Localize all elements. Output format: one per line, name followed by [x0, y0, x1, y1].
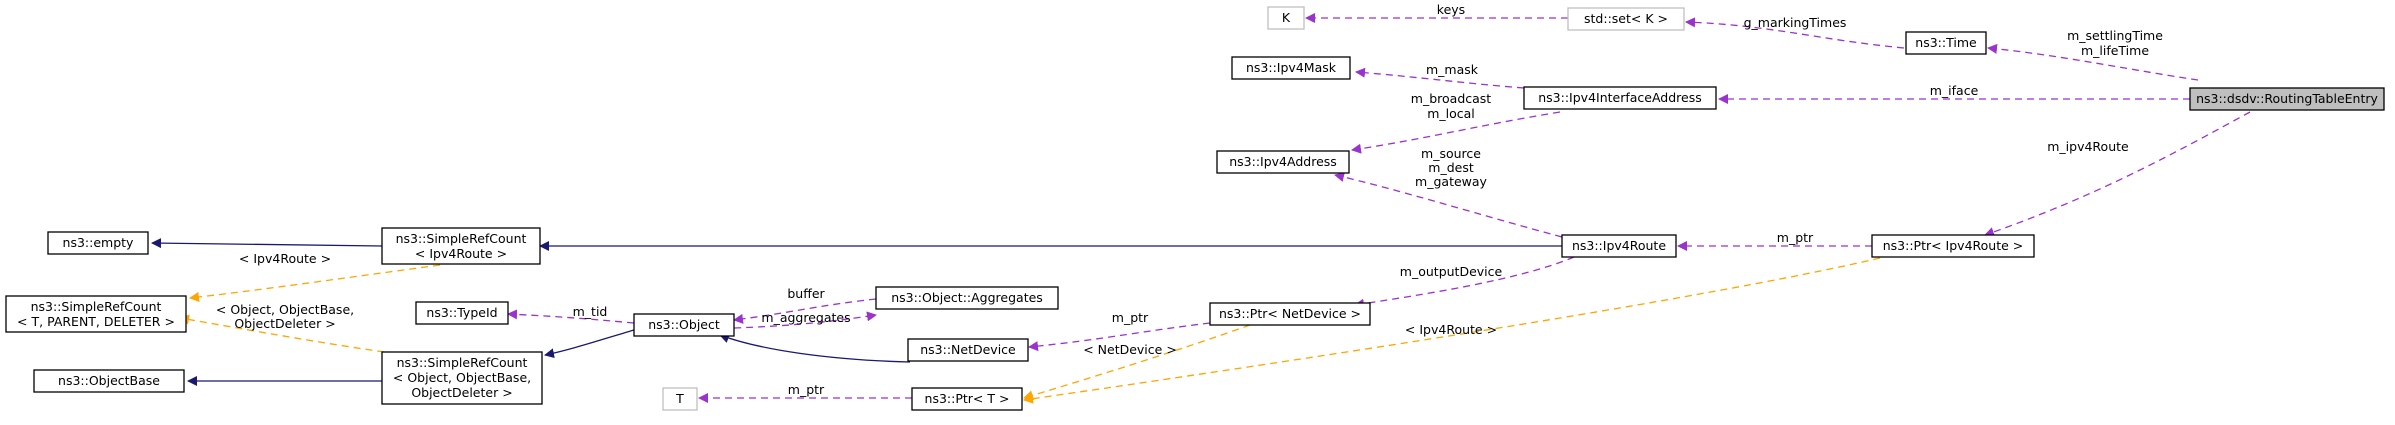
- node-ipv4interfaceaddress[interactable]: ns3::Ipv4InterfaceAddress: [1523, 86, 1717, 110]
- node-netdevice-label: ns3::NetDevice: [920, 342, 1016, 357]
- node-objectbase-label: ns3::ObjectBase: [58, 373, 160, 388]
- node-typeid[interactable]: ns3::TypeId: [415, 301, 509, 325]
- node-routing-table-entry[interactable]: ns3::dsdv::RoutingTableEntry: [2189, 87, 2385, 111]
- node-ipv4mask-label: ns3::Ipv4Mask: [1246, 60, 1337, 75]
- node-simplerefcount-ipv4route-label-2: < Ipv4Route >: [415, 246, 507, 261]
- node-simplerefcount-object-label-3: ObjectDeleter >: [411, 385, 512, 400]
- edge-label-m-local: m_local: [1427, 106, 1475, 121]
- edge-empty-from-srcount: [151, 238, 383, 249]
- node-empty[interactable]: ns3::empty: [47, 231, 149, 255]
- nodes: K std::set< K > ns3::Time ns3::dsdv::Rou…: [5, 6, 2385, 411]
- node-ptr-netdevice[interactable]: ns3::Ptr< NetDevice >: [1209, 302, 1371, 326]
- edge-generic-from-srcount-ipv4route: [189, 264, 441, 302]
- edge-label-m-settlingtime: m_settlingTime: [2067, 28, 2163, 43]
- edge-label-m-source: m_source: [1421, 146, 1481, 161]
- edge-label-tmpl-ipv4route-left: < Ipv4Route >: [239, 251, 331, 266]
- edge-label-m-aggregates: m_aggregates: [761, 310, 850, 325]
- edge-label-buffer: buffer: [787, 286, 825, 301]
- edge-set-from-time: [1685, 17, 1905, 49]
- node-routing-table-entry-label: ns3::dsdv::RoutingTableEntry: [2196, 91, 2378, 106]
- edge-label-m-ptr-ipv4route: m_ptr: [1777, 230, 1814, 245]
- edge-label-m-iface: m_iface: [1930, 83, 1979, 98]
- node-object[interactable]: ns3::Object: [633, 313, 735, 337]
- edge-label-g-markingtimes: g_markingTimes: [1744, 15, 1847, 30]
- node-ipv4mask[interactable]: ns3::Ipv4Mask: [1231, 56, 1351, 80]
- node-objectbase[interactable]: ns3::ObjectBase: [33, 369, 185, 393]
- edge-label-m-outputdevice: m_outputDevice: [1400, 264, 1503, 279]
- node-object-aggregates-label: ns3::Object::Aggregates: [891, 290, 1043, 305]
- edge-ptr-netdevice-from-ipv4route: [1354, 256, 1575, 309]
- node-std-set[interactable]: std::set< K >: [1567, 7, 1685, 31]
- edge-ipv4address-from-ipv4route: [1334, 172, 1563, 238]
- edge-ptrt-from-ptr-netdevice: [1023, 324, 1251, 401]
- edge-label-tmpl-object-1: < Object, ObjectBase,: [216, 302, 354, 317]
- node-ipv4interfaceaddress-label: ns3::Ipv4InterfaceAddress: [1538, 90, 1702, 105]
- edge-label-m-ptr-t: m_ptr: [788, 382, 825, 397]
- node-simplerefcount-generic-label-1: ns3::SimpleRefCount: [31, 299, 162, 314]
- node-k-label: K: [1282, 10, 1291, 25]
- node-simplerefcount-ipv4route-label-1: ns3::SimpleRefCount: [396, 231, 527, 246]
- node-simplerefcount-object[interactable]: ns3::SimpleRefCount < Object, ObjectBase…: [381, 351, 543, 405]
- edge-label-m-lifetime: m_lifeTime: [2081, 43, 2149, 58]
- node-simplerefcount-generic-label-2: < T, PARENT, DELETER >: [17, 314, 175, 329]
- node-time-label: ns3::Time: [1915, 35, 1977, 50]
- node-simplerefcount-generic[interactable]: ns3::SimpleRefCount < T, PARENT, DELETER…: [5, 295, 187, 333]
- edge-netdevice-from-ptr: [1028, 322, 1211, 352]
- node-simplerefcount-ipv4route[interactable]: ns3::SimpleRefCount < Ipv4Route >: [381, 227, 541, 265]
- edge-label-tmpl-object-2: ObjectDeleter >: [234, 316, 335, 331]
- edge-label-m-gateway: m_gateway: [1415, 174, 1487, 189]
- node-std-set-label: std::set< K >: [1584, 11, 1668, 26]
- edge-generic-from-srcount-object: [179, 314, 421, 358]
- edge-typeid-from-object: [507, 309, 635, 324]
- node-ptr-ipv4route[interactable]: ns3::Ptr< Ipv4Route >: [1871, 234, 2035, 258]
- edge-label-m-dest: m_dest: [1428, 160, 1474, 175]
- node-object-label: ns3::Object: [648, 317, 720, 332]
- edge-label-m-ptr-netdevice: m_ptr: [1112, 310, 1149, 325]
- node-simplerefcount-object-label-1: ns3::SimpleRefCount: [397, 355, 528, 370]
- node-ptr-t-label: ns3::Ptr< T >: [925, 391, 1010, 406]
- edge-label-m-broadcast: m_broadcast: [1411, 91, 1492, 106]
- node-typeid-label: ns3::TypeId: [426, 305, 497, 320]
- edge-ptr-ipv4route-from-entry: [1984, 111, 2251, 237]
- node-ipv4address-label: ns3::Ipv4Address: [1229, 154, 1337, 169]
- edge-ptrt-from-ptr-ipv4route: [1023, 257, 1881, 404]
- edge-srcount-object-from-object: [544, 329, 635, 359]
- edge-label-m-mask: m_mask: [1426, 62, 1479, 77]
- edge-object-from-netdevice: [719, 333, 911, 363]
- node-netdevice[interactable]: ns3::NetDevice: [907, 338, 1029, 362]
- node-ipv4route[interactable]: ns3::Ipv4Route: [1561, 234, 1677, 258]
- node-object-aggregates[interactable]: ns3::Object::Aggregates: [875, 286, 1059, 310]
- edge-labels: keys g_markingTimes m_settlingTime m_lif…: [216, 2, 2163, 397]
- edge-aggregates-from-object: [733, 311, 877, 329]
- node-ptr-netdevice-label: ns3::Ptr< NetDevice >: [1219, 306, 1361, 321]
- node-ipv4address[interactable]: ns3::Ipv4Address: [1216, 150, 1350, 174]
- node-time[interactable]: ns3::Time: [1905, 31, 1987, 55]
- edge-ipv4address-from-iface: [1351, 111, 1561, 154]
- node-k[interactable]: K: [1267, 6, 1305, 30]
- node-t[interactable]: T: [662, 387, 698, 411]
- node-ipv4route-label: ns3::Ipv4Route: [1572, 238, 1666, 253]
- edge-label-keys: keys: [1437, 2, 1465, 17]
- edge-label-tmpl-ipv4route-right: < Ipv4Route >: [1405, 322, 1497, 337]
- node-ptr-t[interactable]: ns3::Ptr< T >: [911, 387, 1023, 411]
- edges: [151, 13, 2251, 404]
- edge-mask-from-iface: [1355, 67, 1525, 89]
- edge-object-from-aggregates: [733, 298, 877, 324]
- node-t-label: T: [675, 391, 684, 406]
- edge-label-m-tid: m_tid: [573, 304, 608, 319]
- node-empty-label: ns3::empty: [63, 235, 135, 250]
- node-simplerefcount-object-label-2: < Object, ObjectBase,: [393, 370, 531, 385]
- edge-label-m-ipv4route: m_ipv4Route: [2047, 139, 2129, 154]
- edge-time-from-entry: [1987, 43, 2199, 81]
- node-ptr-ipv4route-label: ns3::Ptr< Ipv4Route >: [1883, 238, 2024, 253]
- edge-label-tmpl-netdevice: < NetDevice >: [1083, 342, 1177, 357]
